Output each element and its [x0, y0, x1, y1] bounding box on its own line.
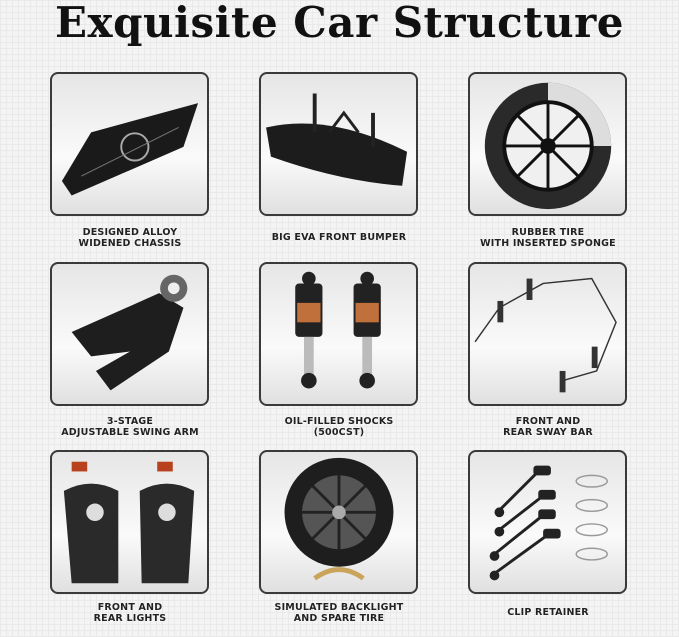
lights-icon [63, 461, 195, 584]
label-line: 3-STAGE [106, 416, 154, 427]
label-line: RUBBER TIRE [511, 227, 585, 238]
label-line: FRONT AND [515, 416, 581, 427]
bumper-icon [266, 93, 408, 186]
label-bumper: BIG EVA FRONT BUMPER [239, 232, 439, 243]
label-line: WITH INSERTED SPONGE [480, 238, 616, 249]
sway-bar-icon [474, 277, 617, 393]
clip-retainer-icon [489, 465, 609, 581]
tire-panel [468, 72, 627, 216]
label-shocks: OIL-FILLED SHOCKS(500CST) [239, 416, 439, 438]
label-line: DESIGNED ALLOY [82, 227, 178, 238]
label-line: OIL-FILLED SHOCKS [284, 416, 394, 427]
label-line: (500CST) [313, 427, 365, 438]
chassis-panel [50, 72, 209, 216]
spare-tire-panel [259, 450, 418, 594]
label-line: ADJUSTABLE SWING ARM [61, 427, 199, 438]
label-line: REAR LIGHTS [93, 613, 167, 624]
label-line: WIDENED CHASSIS [78, 238, 182, 249]
label-line: SIMULATED BACKLIGHT [274, 602, 404, 613]
shocks-icon [295, 271, 381, 389]
shocks-panel [259, 262, 418, 406]
label-line: CLIP RETAINER [507, 607, 589, 618]
label-line: FRONT AND [97, 602, 163, 613]
chassis-icon [61, 103, 199, 196]
label-line: AND SPARE TIRE [293, 613, 385, 624]
clip-retainer-panel [468, 450, 627, 594]
lights-panel [50, 450, 209, 594]
label-line: BIG EVA FRONT BUMPER [271, 232, 407, 243]
sway-bar-panel [468, 262, 627, 406]
tire-icon [484, 82, 612, 210]
swing-arm-panel [50, 262, 209, 406]
swing-arm-icon [71, 274, 188, 391]
bumper-panel [259, 72, 418, 216]
label-clip-retainer: CLIP RETAINER [448, 607, 648, 618]
label-line: REAR SWAY BAR [503, 427, 593, 438]
spare-tire-icon [284, 457, 394, 581]
page-title: Exquisite Car Structure [55, 0, 624, 47]
